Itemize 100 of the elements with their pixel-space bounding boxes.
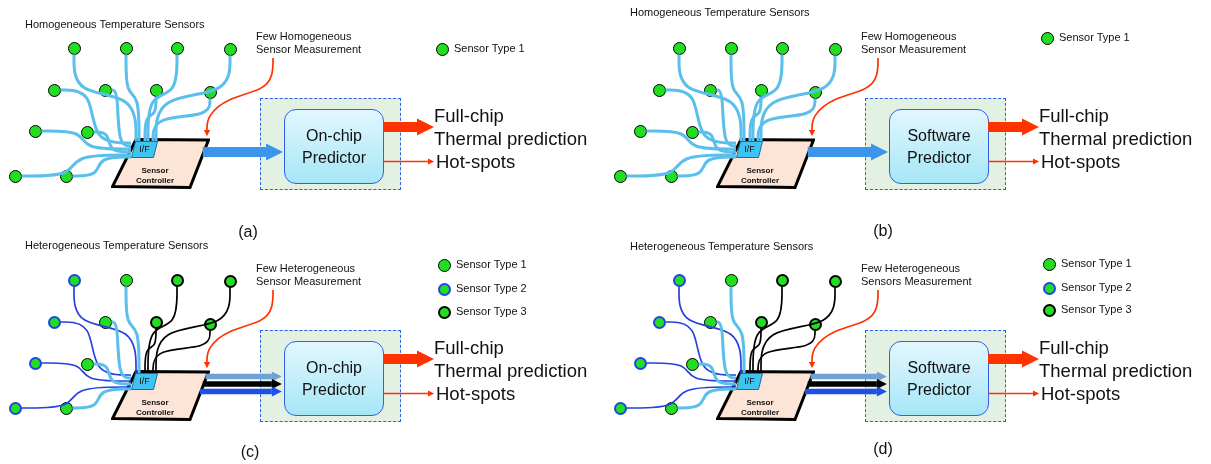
pointer-arrow xyxy=(203,289,274,369)
sensor-controller-chip xyxy=(716,370,815,421)
sensor-wire xyxy=(729,54,746,141)
panel-caption: (b) xyxy=(873,222,893,240)
predictor-box: On-chip Predictor xyxy=(284,341,384,416)
interface-block: I/F xyxy=(131,141,158,158)
sensor-wire xyxy=(645,362,737,382)
arrow xyxy=(383,118,434,136)
arrow xyxy=(805,386,887,397)
sensor-controller-chip xyxy=(716,138,815,189)
sensor-dot xyxy=(170,41,184,55)
sensor-dot xyxy=(170,273,184,287)
sensor-wire xyxy=(111,88,131,148)
sensor-wire xyxy=(93,130,131,154)
dashed-region xyxy=(260,330,401,422)
controller-label: Sensor Controller xyxy=(134,166,176,185)
sensor-dot xyxy=(47,315,61,329)
sensor-dot xyxy=(672,273,686,287)
sensor-wire xyxy=(749,327,762,374)
sensor-dot xyxy=(828,274,842,288)
arrow xyxy=(807,379,887,389)
legend-label: Sensor Type 1 xyxy=(454,42,525,54)
interface-block: I/F xyxy=(736,141,763,158)
sensor-wire xyxy=(72,387,131,410)
sensor-dot xyxy=(47,83,61,97)
output-label: Full-chip Thermal prediction xyxy=(434,104,588,150)
sensor-wire xyxy=(155,286,231,374)
sensor-wire xyxy=(21,153,131,178)
arrow xyxy=(988,118,1039,136)
sensor-wire xyxy=(646,129,736,151)
legend-label: Sensor Type 1 xyxy=(1059,31,1130,43)
panel-caption: (d) xyxy=(873,440,893,458)
sensor-dot xyxy=(672,41,686,55)
panel-title: Heterogeneous Temperature Sensors xyxy=(630,240,814,252)
sensor-dot xyxy=(80,357,94,371)
dashed-region xyxy=(865,98,1006,190)
interface-block: I/F xyxy=(131,373,158,390)
sensor-wire xyxy=(154,55,232,141)
sensor-dot xyxy=(613,401,627,415)
legend-label: Sensor Type 2 xyxy=(1061,281,1132,293)
predictor-box: Software Predictor xyxy=(889,109,989,184)
sensor-wire xyxy=(729,286,746,373)
sensor-dot xyxy=(724,273,738,287)
arrow xyxy=(987,390,1040,397)
sensor-dot xyxy=(28,356,42,370)
annotation-text: Few Heterogeneous Sensors Measurement xyxy=(861,262,979,288)
sensor-dot xyxy=(685,125,699,139)
sensor-dot xyxy=(8,401,22,415)
sensor-wire xyxy=(677,54,743,141)
sensor-wire xyxy=(677,155,736,178)
arrow xyxy=(382,158,435,165)
sensor-wire xyxy=(146,54,179,141)
sensor-wire xyxy=(748,96,763,141)
sensor-wire xyxy=(41,129,131,151)
panel-title: Homogeneous Temperature Sensors xyxy=(25,18,205,30)
output-label: Hot-spots xyxy=(436,150,516,173)
sensor-wire xyxy=(59,321,132,376)
sensor-wire xyxy=(73,285,137,374)
predictor-box: Software Predictor xyxy=(889,341,989,416)
arrow xyxy=(987,158,1040,165)
sensor-wire xyxy=(143,96,158,141)
pointer-arrow xyxy=(808,289,879,369)
sensor-wire xyxy=(677,387,736,410)
sensor-dot xyxy=(775,273,789,287)
sensor-dot xyxy=(652,83,666,97)
arrow xyxy=(383,350,434,368)
arrow xyxy=(807,143,888,161)
sensor-dot xyxy=(80,125,94,139)
sensor-dot xyxy=(754,83,768,97)
sensor-wire xyxy=(124,286,141,373)
sensor-wire xyxy=(759,55,837,141)
dashed-region xyxy=(865,330,1006,422)
sensor-wire xyxy=(147,285,178,374)
arrow xyxy=(202,379,282,389)
sensor-wire xyxy=(678,285,742,374)
sensor-wire xyxy=(752,285,783,374)
sensor-dot xyxy=(754,315,768,329)
sensor-wire xyxy=(716,320,736,380)
output-label: Full-chip Thermal prediction xyxy=(434,336,588,382)
arrow xyxy=(205,371,282,382)
sensor-dot xyxy=(724,41,738,55)
legend-label: Sensor Type 2 xyxy=(456,282,527,294)
sensor-dot xyxy=(67,41,81,55)
sensor-wire xyxy=(124,54,141,141)
pointer-arrow xyxy=(808,57,879,137)
sensor-wire xyxy=(40,362,132,382)
sensor-wire xyxy=(664,321,737,376)
sensor-wire xyxy=(111,320,131,380)
sensor-controller-chip xyxy=(111,138,210,189)
sensor-dot xyxy=(828,42,842,56)
annotation-text: Few Heterogeneous Sensor Measurement xyxy=(256,262,374,288)
sensor-dot xyxy=(149,83,163,97)
sensor-dot xyxy=(119,41,133,55)
sensor-wire xyxy=(716,88,736,148)
sensor-wire xyxy=(144,327,157,374)
sensor-wire xyxy=(72,155,131,178)
panel-title: Homogeneous Temperature Sensors xyxy=(630,6,810,18)
output-label: Hot-spots xyxy=(436,382,516,405)
annotation-text: Few Homogeneous Sensor Measurement xyxy=(861,30,979,56)
sensor-dot xyxy=(28,124,42,138)
